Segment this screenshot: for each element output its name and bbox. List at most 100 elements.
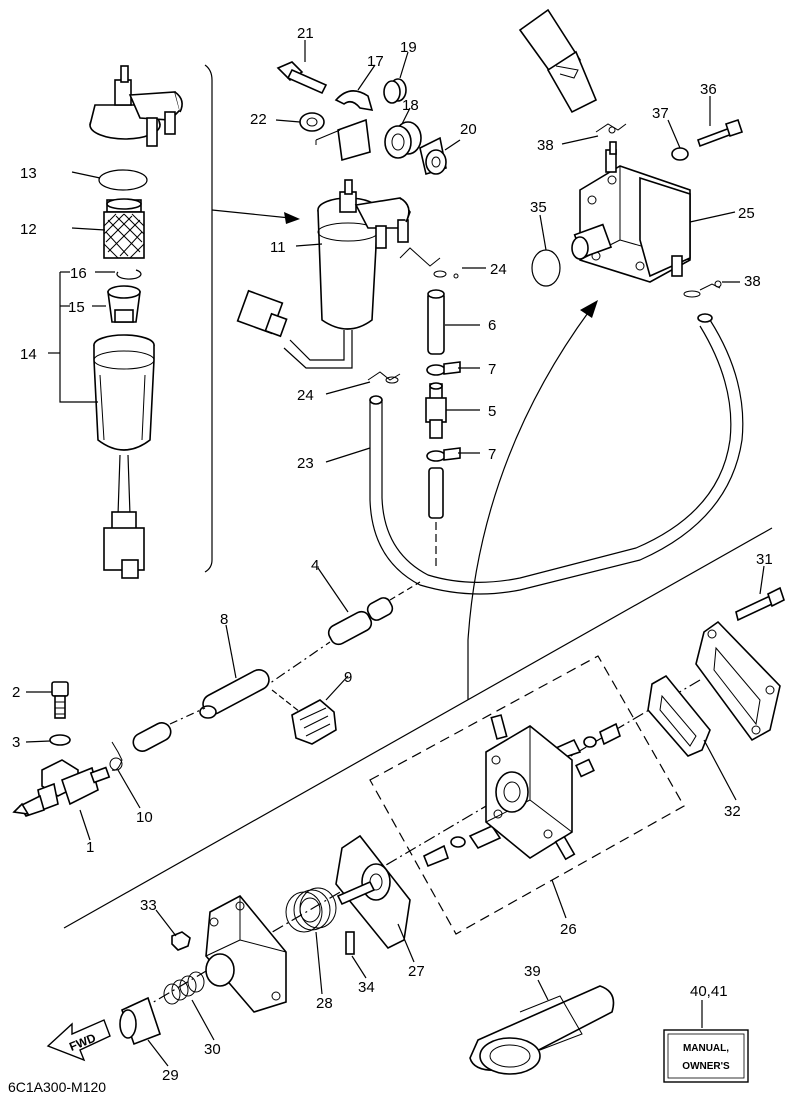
bolt-21 — [276, 61, 328, 95]
hand-illustration — [518, 8, 598, 114]
plunger-29 — [119, 996, 162, 1046]
washer-37 — [671, 147, 689, 161]
callout-2: 2 — [12, 684, 20, 701]
middle-hoses-group — [12, 567, 421, 841]
spring-30 — [163, 971, 205, 1005]
callout-38-b: 38 — [744, 273, 761, 290]
callout-labels: 21 17 19 22 18 20 11 24 6 7 5 7 24 23 13… — [8, 25, 773, 1095]
diagram-code: 6C1A300-M120 — [8, 1079, 106, 1095]
bolt-2 — [51, 681, 69, 719]
callout-40-41: 40,41 — [690, 983, 728, 1000]
nut-33 — [171, 931, 191, 951]
bolt-36 — [696, 118, 744, 148]
fwd-arrow: FWD — [46, 1019, 111, 1062]
grommet-19 — [383, 78, 407, 104]
fuel-filter-11 — [236, 179, 411, 369]
clip-38-a — [595, 123, 627, 134]
callout-34: 34 — [358, 979, 375, 996]
callout-33: 33 — [140, 897, 157, 914]
filter-assembly-group — [236, 40, 744, 595]
callout-23: 23 — [297, 455, 314, 472]
circlip-16 — [116, 269, 142, 280]
callout-35: 35 — [530, 199, 547, 216]
callout-36: 36 — [700, 81, 717, 98]
callout-20: 20 — [460, 121, 477, 138]
connector-9 — [271, 689, 337, 745]
callout-6: 6 — [488, 317, 496, 334]
callout-29: 29 — [162, 1067, 179, 1084]
joint-1 — [12, 759, 111, 817]
bracket-17 — [315, 90, 374, 162]
pin-34 — [345, 931, 355, 955]
hose-8 — [132, 668, 270, 752]
callout-30: 30 — [204, 1041, 221, 1058]
pump-exploded-group — [119, 565, 785, 1067]
washer-3 — [49, 734, 71, 746]
callout-28: 28 — [316, 995, 333, 1012]
callout-4: 4 — [311, 557, 319, 574]
callout-18: 18 — [402, 97, 419, 114]
callout-15: 15 — [68, 299, 85, 316]
filter-exploded-group — [48, 64, 300, 579]
callout-7-b: 7 — [488, 446, 496, 463]
clamp-7-a — [426, 361, 461, 376]
clip-24-a — [399, 247, 459, 279]
hose-23 — [369, 313, 744, 595]
strainer-12 — [103, 198, 145, 259]
callout-27: 27 — [408, 963, 425, 980]
callout-16: 16 — [70, 265, 87, 282]
diaphragm-27 — [335, 834, 411, 950]
clamp-7-b — [426, 447, 461, 462]
callout-39: 39 — [524, 963, 541, 980]
section-divider — [63, 527, 773, 929]
o-ring-35 — [531, 249, 561, 287]
callout-38-a: 38 — [537, 137, 554, 154]
pump-body-26 — [485, 714, 576, 861]
callout-25: 25 — [738, 205, 755, 222]
callout-13: 13 — [20, 165, 37, 182]
filter-cap-top — [89, 65, 183, 147]
cover-32 — [695, 620, 781, 742]
callout-21: 21 — [297, 25, 314, 42]
callout-5: 5 — [488, 403, 496, 420]
callout-19: 19 — [400, 39, 417, 56]
clip-10 — [109, 741, 123, 771]
callout-24-a: 24 — [490, 261, 507, 278]
callout-3: 3 — [12, 734, 20, 751]
callout-10: 10 — [136, 809, 153, 826]
callout-32: 32 — [724, 803, 741, 820]
callout-14: 14 — [20, 346, 37, 363]
grommet-18 — [384, 121, 422, 159]
pump-housing — [205, 894, 287, 1013]
bolt-31 — [735, 586, 785, 622]
callout-8: 8 — [220, 611, 228, 628]
hose-6 — [427, 289, 445, 355]
pump-internal-parts — [422, 722, 621, 868]
clip-38-b — [683, 280, 722, 298]
callout-11: 11 — [270, 239, 286, 256]
joint-5 — [425, 382, 447, 439]
gasket-32 — [647, 674, 711, 757]
nut-15 — [107, 285, 141, 323]
clip-24-b — [367, 371, 401, 384]
fuel-pump-group — [467, 8, 744, 700]
callout-26: 26 — [560, 921, 577, 938]
callout-12: 12 — [20, 221, 37, 238]
fuel-pump-25 — [571, 141, 691, 283]
callout-22: 22 — [250, 111, 267, 128]
manual-line-2: OWNER'S — [682, 1061, 730, 1072]
manual-line-1: MANUAL, — [683, 1043, 729, 1054]
collar-20 — [419, 136, 447, 176]
hose-4 — [259, 581, 421, 691]
callout-37: 37 — [652, 105, 669, 122]
callout-17: 17 — [367, 53, 384, 70]
callout-24-b: 24 — [297, 387, 314, 404]
cover-39 — [469, 979, 615, 1075]
callout-1: 1 — [86, 839, 94, 856]
filter-bowl-14 — [93, 334, 155, 579]
owners-manual-box: MANUAL, OWNER'S — [663, 1029, 749, 1083]
collar-22 — [299, 112, 325, 132]
callout-7-a: 7 — [488, 361, 496, 378]
